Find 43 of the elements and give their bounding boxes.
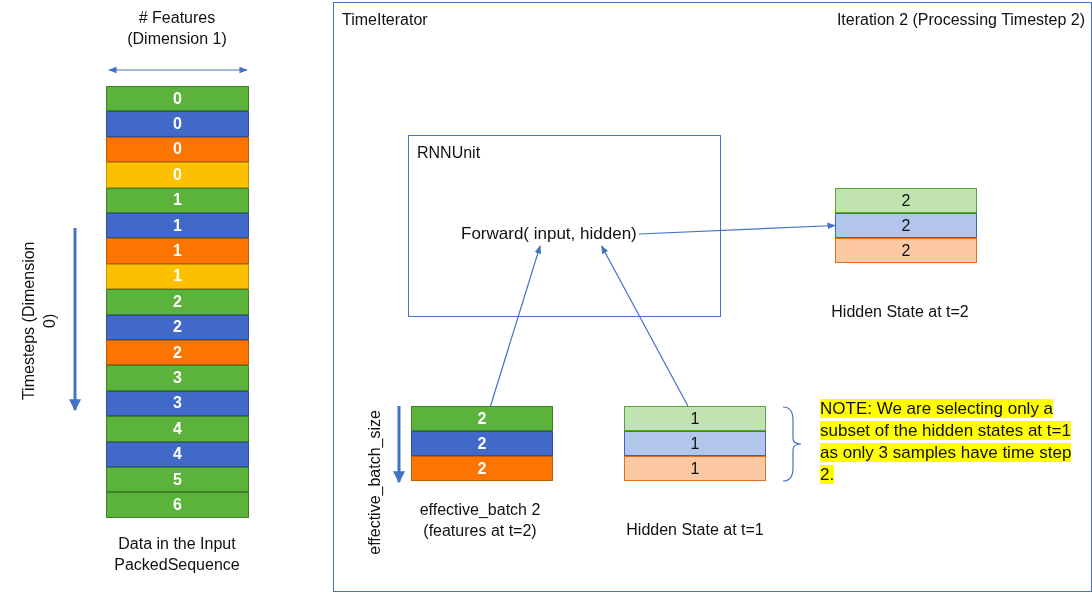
data-row: 2 bbox=[106, 314, 249, 340]
data-row: 0 bbox=[106, 162, 249, 188]
data-row: 3 bbox=[106, 390, 249, 417]
frame-title: RNNUnit bbox=[417, 144, 481, 162]
data-row: 1 bbox=[624, 406, 766, 431]
arrow bbox=[601, 245, 689, 407]
data-row: 2 bbox=[106, 289, 249, 315]
iterator-frame bbox=[333, 2, 1092, 592]
caption: effective_batch 2 (features at t=2) bbox=[418, 500, 542, 541]
data-row: 1 bbox=[106, 187, 249, 213]
caption: Hidden State at t=2 bbox=[830, 302, 970, 322]
unit-box bbox=[408, 135, 721, 317]
data-row: 1 bbox=[624, 456, 766, 481]
data-row: 0 bbox=[106, 86, 249, 112]
data-row: 6 bbox=[106, 492, 249, 518]
data-row: 1 bbox=[106, 263, 249, 290]
note-text: NOTE: We are selecting only a subset of the hidden states at t=1 as only 3 samples have time step 2. bbox=[820, 398, 1073, 487]
data-row: 0 bbox=[106, 136, 249, 163]
axis-label: # Features (Dimension 1) bbox=[126, 8, 228, 49]
iteration-label: Iteration 2 (Processing Timestep 2) bbox=[836, 11, 1085, 29]
function-call-text: Forward( input, hidden) bbox=[461, 224, 637, 244]
arrow bbox=[638, 222, 836, 235]
data-row: 2 bbox=[835, 238, 977, 263]
data-row: 0 bbox=[106, 111, 249, 137]
frame-title: TimeIterator bbox=[342, 11, 428, 29]
data-row: 2 bbox=[835, 188, 977, 213]
data-row: 4 bbox=[106, 441, 249, 467]
axis-label: Timesteps (Dimension 0) bbox=[19, 240, 59, 403]
data-row: 2 bbox=[106, 340, 249, 366]
data-row: 2 bbox=[411, 406, 553, 431]
data-row: 3 bbox=[106, 365, 249, 391]
axis-label: effective_batch_size bbox=[364, 409, 384, 557]
data-row: 2 bbox=[411, 456, 553, 481]
arrow bbox=[489, 245, 542, 407]
caption: Data in the Input PackedSequence bbox=[113, 534, 241, 575]
data-row: 4 bbox=[106, 416, 249, 442]
data-row: 1 bbox=[624, 431, 766, 456]
data-row: 1 bbox=[106, 213, 249, 239]
data-row: 1 bbox=[106, 238, 249, 264]
data-row: 2 bbox=[411, 431, 553, 456]
data-row: 5 bbox=[106, 467, 249, 493]
data-row: 2 bbox=[835, 213, 977, 238]
caption: Hidden State at t=1 bbox=[625, 520, 765, 540]
